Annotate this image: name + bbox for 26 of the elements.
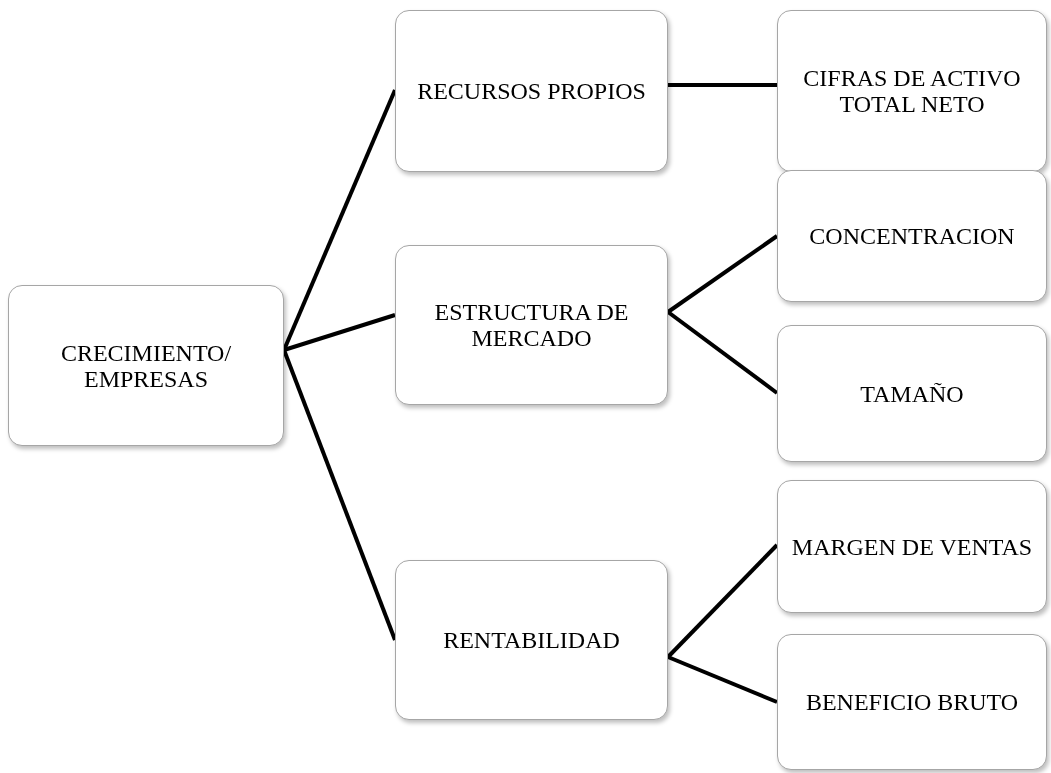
box-label: CRECIMIENTO/ EMPRESAS (59, 339, 233, 392)
rounded-box (395, 560, 668, 720)
rounded-box (8, 285, 284, 446)
connector-line (666, 234, 779, 314)
rounded-box (777, 10, 1047, 172)
rounded-box (395, 245, 668, 405)
box-label: RECURSOS PROPIOS (417, 78, 646, 104)
connector-line (667, 655, 778, 704)
box-label: TAMAÑO (860, 380, 964, 407)
connector-line (283, 313, 396, 352)
connector-line (666, 543, 779, 659)
box-label: CONCENTRACION (809, 223, 1015, 249)
box-label: MARGEN DE VENTAS (791, 533, 1033, 560)
rounded-box (777, 170, 1047, 302)
connector-line (666, 310, 779, 395)
rounded-box (777, 325, 1047, 462)
connector-line (282, 89, 397, 351)
rounded-box (777, 634, 1047, 770)
rounded-box (395, 10, 668, 172)
box-label: BENEFICIO BRUTO (805, 689, 1019, 715)
rounded-box (777, 480, 1047, 613)
box-label: CIFRAS DE ACTIVO TOTAL NETO (802, 65, 1022, 117)
connector-line (668, 83, 777, 87)
box-label: ESTRUCTURA DE MERCADO (433, 299, 630, 351)
connector-line (282, 349, 397, 641)
box-label: RENTABILIDAD (443, 627, 620, 653)
